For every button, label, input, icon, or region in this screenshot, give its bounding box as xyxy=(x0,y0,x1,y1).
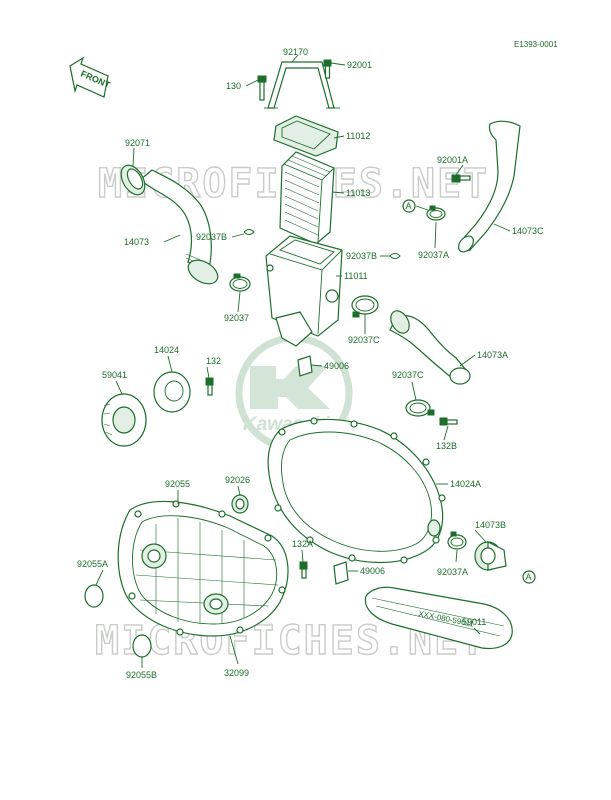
clamp-92037a-top-icon xyxy=(426,205,446,221)
outer-cover-14024a-icon xyxy=(267,417,446,564)
part-label: 92037A xyxy=(418,250,449,260)
duct-14073c-icon xyxy=(458,120,521,253)
part-label: 59041 xyxy=(102,370,127,380)
fitting-49006-lower-icon xyxy=(333,561,349,585)
bolt-132b-icon xyxy=(439,417,458,426)
clamp-92037c-middle-icon xyxy=(405,399,435,417)
boot-14073b-icon xyxy=(474,541,507,571)
ref-mark-a-lower: A xyxy=(522,570,536,584)
inner-cover-32099-icon xyxy=(117,500,289,637)
part-label: 14024A xyxy=(450,479,481,489)
part-labels: 92170 92001 130 11012 92071 92001A 11013… xyxy=(77,47,544,680)
part-label: 92037A xyxy=(437,567,468,577)
part-label: 14073B xyxy=(475,520,506,530)
clamp-92037c-upper-icon xyxy=(351,295,379,318)
part-label: 49006 xyxy=(324,361,349,371)
part-label: 92055B xyxy=(126,670,157,680)
duct-14073a-icon xyxy=(389,310,471,385)
part-label: 92055A xyxy=(77,559,108,569)
clip-92037b-left-icon xyxy=(243,229,255,235)
bolt-132-icon xyxy=(205,377,214,396)
part-label: 92071 xyxy=(125,138,150,148)
part-label: 130 xyxy=(226,81,241,91)
plate-14024-icon xyxy=(153,371,191,413)
o-ring-92055a-icon xyxy=(84,584,104,608)
kawasaki-watermark-logo: Kawasaki xyxy=(235,334,353,452)
part-label: 132A xyxy=(292,539,313,549)
part-label: 14073A xyxy=(477,350,508,360)
screw-92001-icon xyxy=(323,59,332,79)
part-label: 92001A xyxy=(437,155,468,165)
part-label: 14073 xyxy=(124,237,149,247)
bolt-130-icon xyxy=(257,75,267,101)
seal-92026-icon xyxy=(231,494,249,514)
part-label: 92037B xyxy=(346,251,377,261)
bracket-92170-icon xyxy=(267,61,335,109)
part-label: 132B xyxy=(436,441,457,451)
cover-59041-icon xyxy=(101,393,147,447)
svg-text:A: A xyxy=(526,572,532,582)
o-ring-92055b-icon xyxy=(132,634,152,658)
part-label: 92055 xyxy=(165,479,190,489)
part-label: 14024 xyxy=(154,345,179,355)
air-filter-11013-icon xyxy=(279,151,335,245)
drawing-code: E1393-0001 xyxy=(514,40,558,49)
part-label: 32099 xyxy=(224,668,249,678)
part-label: 132 xyxy=(206,356,221,366)
part-label: 92170 xyxy=(283,47,308,57)
clamp-92037a-lower-icon xyxy=(447,531,467,550)
part-label: 92037C xyxy=(348,335,380,345)
part-label: 92026 xyxy=(225,475,250,485)
part-label: 92037C xyxy=(392,370,424,380)
part-label: 11012 xyxy=(346,131,370,141)
part-label: 59011 xyxy=(462,617,486,627)
clip-92037b-right-icon xyxy=(389,253,401,259)
part-label: 92037 xyxy=(224,313,249,323)
drive-belt-59011-icon: XXX-080-59011 xyxy=(364,586,513,650)
duct-14073-icon xyxy=(139,169,219,285)
svg-text:A: A xyxy=(406,201,412,211)
part-label: 14073C xyxy=(512,226,544,236)
part-label: 92037B xyxy=(196,232,227,242)
ring-92071-icon xyxy=(120,164,146,196)
part-label: 11013 xyxy=(346,188,370,198)
bolt-132a-icon xyxy=(299,561,308,579)
leader-lines xyxy=(95,54,511,668)
clamp-92037-icon xyxy=(229,273,251,292)
gasket-11012-icon xyxy=(273,115,339,157)
air-box-11011-icon xyxy=(265,235,343,347)
part-label: 11011 xyxy=(344,271,368,281)
part-label: 92001 xyxy=(347,60,372,70)
front-arrow-icon: FRONT xyxy=(69,56,112,98)
ref-mark-a-top: A xyxy=(402,199,416,213)
fitting-49006-upper-icon xyxy=(297,355,313,377)
part-label: 49006 xyxy=(360,566,385,576)
